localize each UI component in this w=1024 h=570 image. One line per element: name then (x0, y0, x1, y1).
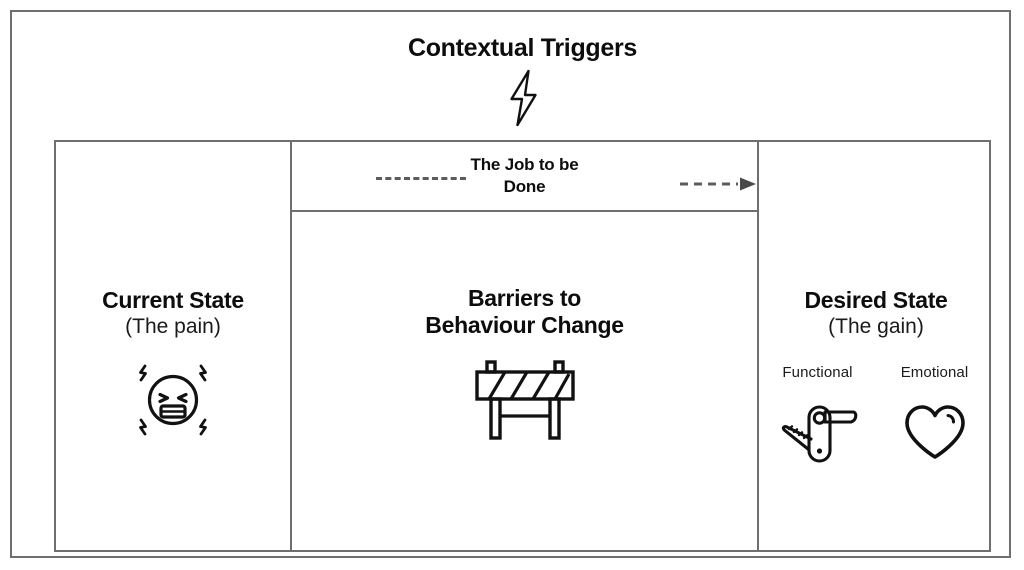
desired-state-heading: Desired State (804, 287, 948, 313)
heart-icon (903, 403, 967, 463)
dashed-arrow-right-icon (680, 177, 760, 191)
gain-emotional-label: Emotional (900, 364, 969, 381)
jtbd-row-divider (290, 210, 757, 212)
stressed-face-icon (127, 354, 219, 446)
swiss-army-knife-icon-wrap (759, 401, 876, 465)
desired-state-heading-wrap: Desired State (The gain) (759, 287, 993, 339)
diagram-outer-frame: Contextual Triggers Current State (The p… (10, 10, 1011, 558)
jtbd-dashed-line-left (376, 177, 466, 180)
lightning-bolt-icon (506, 69, 540, 127)
gain-functional-label: Functional (782, 364, 853, 381)
contextual-triggers-block: Contextual Triggers (54, 26, 991, 136)
barriers-heading-line1: Barriers to (467, 285, 582, 311)
jtbd-title-line1: The Job to be (470, 154, 579, 174)
column-middle: The Job to be Done Barriers to Behaviour… (292, 142, 757, 550)
stressed-face-icon-wrap (56, 354, 290, 446)
barriers-heading-line2: Behaviour Change (425, 311, 624, 338)
column-desired-state: Desired State (The gain) Functional (759, 142, 993, 550)
gain-emotional: Emotional (876, 364, 993, 465)
jtbd-row: The Job to be Done (292, 142, 757, 210)
barriers-heading-wrap: Barriers to Behaviour Change (292, 285, 757, 338)
column-divider-right (757, 142, 759, 550)
desired-state-subheading: (The gain) (828, 314, 924, 338)
jtbd-title: The Job to be Done (430, 154, 620, 198)
gain-functional: Functional (759, 364, 876, 465)
road-barrier-icon-wrap (292, 360, 757, 440)
current-state-heading: Current State (102, 287, 244, 313)
desired-state-gains: Functional (759, 364, 993, 465)
swiss-army-knife-icon (775, 401, 861, 465)
column-divider-left (290, 142, 292, 550)
jtbd-title-line2: Done (503, 177, 546, 196)
contextual-triggers-title: Contextual Triggers (407, 34, 638, 62)
current-state-subheading: (The pain) (125, 314, 221, 338)
heart-icon-wrap (876, 401, 993, 465)
current-state-heading-wrap: Current State (The pain) (56, 287, 290, 339)
road-barrier-icon (474, 360, 575, 440)
states-matrix: Current State (The pain) (54, 140, 991, 552)
lightning-bolt-icon-wrap (54, 69, 991, 127)
column-current-state: Current State (The pain) (56, 142, 290, 550)
